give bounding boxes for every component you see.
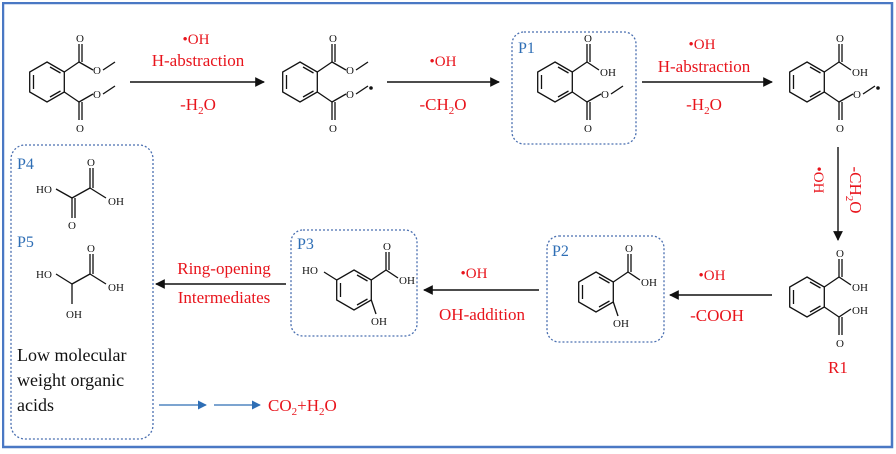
svg-text:O: O [383,241,391,253]
svg-text:O: O [87,243,95,255]
svg-text:OH: OH [852,305,868,317]
svg-text:O: O [836,33,844,45]
p2-label: P2 [552,243,569,260]
r1-label: R1 [828,358,848,377]
arrow-1-bottom: -H2O [180,95,216,117]
svg-text:OH: OH [399,275,415,287]
molecule-p3: O OH OH HO [302,241,415,328]
molecule-dmp [29,32,116,136]
arrow-6-top: •OH [461,266,488,282]
molecule-p1: O OH [537,33,624,136]
final-text-3: acids [17,395,54,415]
svg-text:HO: HO [36,184,52,196]
svg-text:O: O [836,248,844,260]
svg-text:HO: HO [302,265,318,277]
arrow-4-left: •OH [810,167,826,194]
molecule-radical-1 [282,32,373,136]
svg-text:OH: OH [852,282,868,294]
p5-label: P5 [17,234,34,251]
arrow-2-bottom: -CH2O [419,95,466,117]
svg-text:OH: OH [66,309,82,321]
svg-text:OH: OH [108,196,124,208]
molecule-radical-2: O OH [789,33,880,136]
svg-text:O: O [584,33,592,45]
svg-text:OH: OH [371,316,387,328]
final-product: CO2+H2O [268,396,337,418]
arrow-2-top: •OH [430,54,457,70]
final-text-1: Low molecular [17,345,126,365]
arrow-7-top: Ring-opening [177,259,271,278]
svg-text:OH: OH [641,277,657,289]
svg-text:OH: OH [613,318,629,330]
arrow-7-bottom: Intermediates [178,288,271,307]
p1-label: P1 [518,40,535,57]
small-acids-box [10,144,154,440]
molecule-p5: HO OH O OH [36,243,124,321]
p1-box [511,31,637,145]
arrow-3-top1: •OH [689,37,716,53]
p4-label: P4 [17,156,34,173]
arrow-1-top1: •OH [183,32,210,48]
svg-text:OH: OH [108,282,124,294]
arrow-1-top2: H-abstraction [152,51,245,70]
arrow-5-bottom: -COOH [690,306,744,325]
molecule-p2: O OH OH [578,243,657,330]
p3-box [290,229,418,337]
p2-box [546,235,665,343]
svg-text:O: O [625,243,633,255]
molecule-p4: HO O O OH [36,157,124,232]
arrow-5-top: •OH [699,268,726,284]
svg-text:O: O [87,157,95,169]
svg-text:HO: HO [36,269,52,281]
arrow-6-bottom: OH-addition [439,305,525,324]
svg-text:O: O [836,338,844,350]
svg-text:O: O [68,220,76,232]
svg-text:OH: OH [852,67,868,79]
arrow-3-top2: H-abstraction [658,57,751,76]
arrow-4-right: -CH2O [843,166,865,213]
p3-label: P3 [297,236,314,253]
svg-text:OH: OH [600,67,616,79]
molecule-r1: O OH O OH [789,248,868,350]
arrow-3-bottom: -H2O [686,95,722,117]
final-text-2: weight organic [17,370,124,390]
